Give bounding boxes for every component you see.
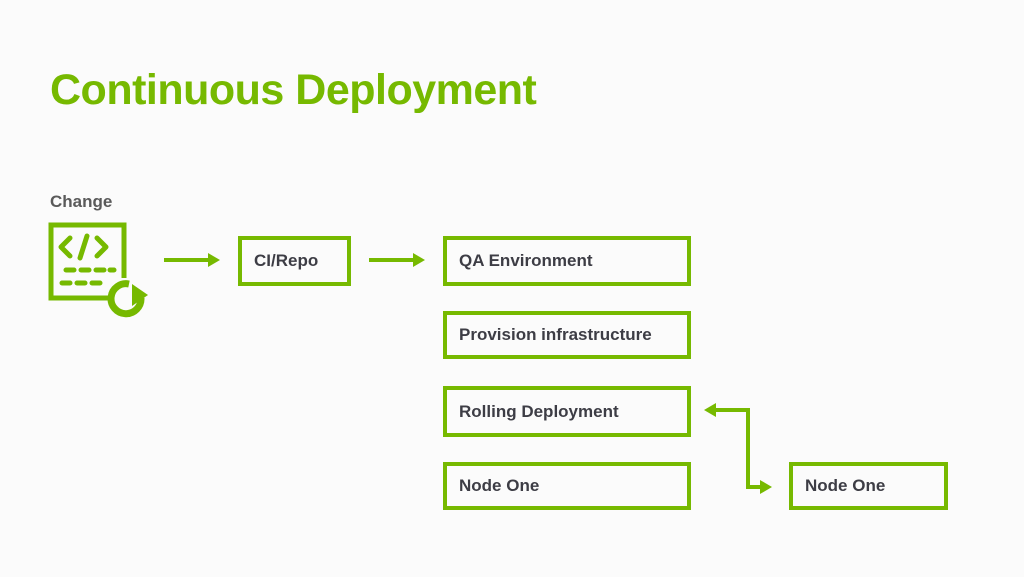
node-one-left-box: Node One	[443, 462, 691, 510]
rolling-deployment-box: Rolling Deployment	[443, 386, 691, 437]
ci-repo-box: CI/Repo	[238, 236, 351, 286]
arrow-ci-to-qa	[369, 253, 425, 267]
arrow-head-right	[760, 480, 772, 494]
qa-environment-label: QA Environment	[459, 251, 593, 270]
code-change-icon	[48, 222, 148, 318]
rolling-deployment-label: Rolling Deployment	[459, 401, 619, 421]
node-one-right-label: Node One	[805, 476, 886, 495]
arrow-head-left	[704, 403, 716, 417]
node-one-right-box: Node One	[789, 462, 948, 510]
page-title: Continuous Deployment	[50, 66, 537, 114]
node-one-left-label: Node One	[459, 476, 540, 495]
provision-infrastructure-box: Provision infrastructure	[443, 311, 691, 359]
qa-environment-box: QA Environment	[443, 236, 691, 286]
arrow-change-to-ci	[164, 253, 220, 267]
change-label: Change	[50, 192, 113, 211]
provision-infrastructure-label: Provision infrastructure	[459, 325, 652, 344]
ci-repo-label: CI/Repo	[254, 251, 319, 270]
arrow-rolling-to-node-one	[714, 408, 762, 489]
